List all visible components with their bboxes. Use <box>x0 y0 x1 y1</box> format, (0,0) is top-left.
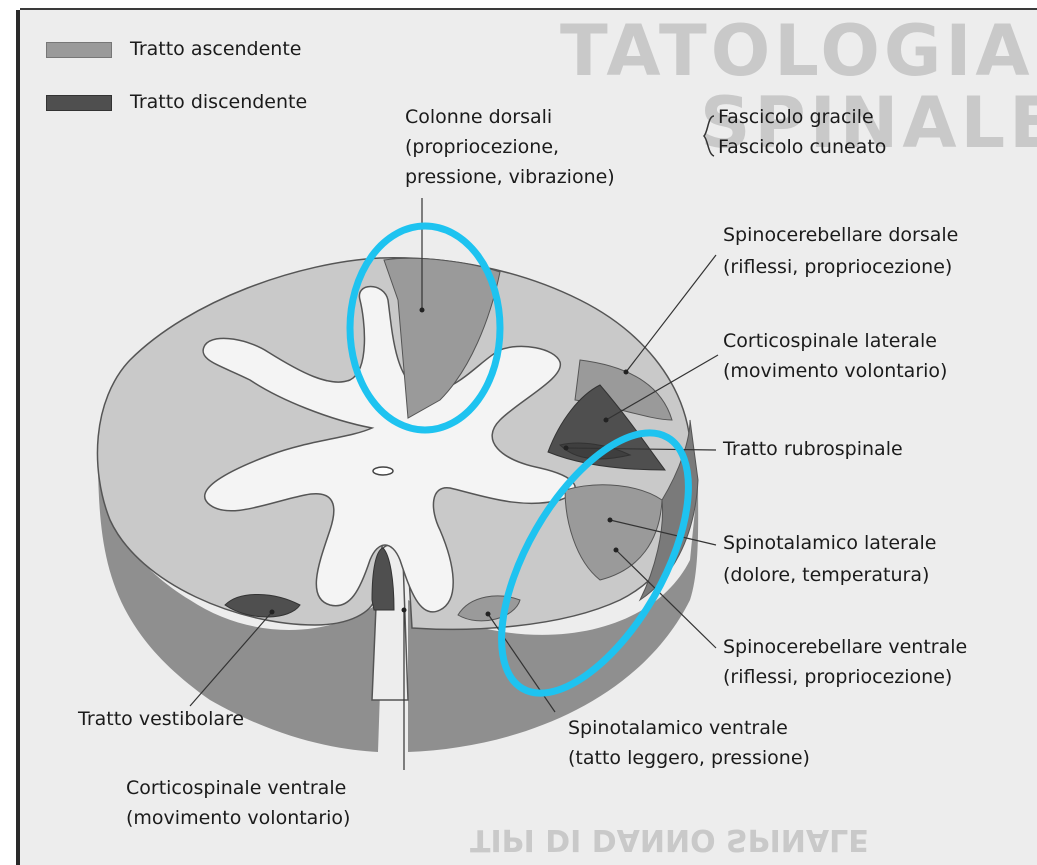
left-border <box>0 0 20 865</box>
label-lateral-spinothalamic-line2: (dolore, temperatura) <box>723 562 929 588</box>
label-ventral-spinothalamic-line2: (tatto leggero, pressione) <box>568 745 810 771</box>
label-fasciculus-gracilis: Fascicolo gracile <box>718 104 874 130</box>
label-lateral-corticospinal-title: Corticospinale laterale <box>723 328 937 354</box>
label-dorsal-spinocerebellar-line2: (riflessi, propriocezione) <box>723 254 952 280</box>
legend-ascending-swatch <box>46 42 112 58</box>
label-rubrospinal: Tratto rubrospinale <box>723 436 903 462</box>
legend-descending-label: Tratto discendente <box>130 89 307 115</box>
label-vestibular: Tratto vestibolare <box>78 706 244 732</box>
label-dorsal-columns-line2: (propriocezione, <box>405 134 559 160</box>
label-ventral-corticospinal-title: Corticospinale ventrale <box>126 775 346 801</box>
label-dorsal-columns-line3: pressione, vibrazione) <box>405 164 615 190</box>
label-ventral-spinocerebellar-title: Spinocerebellare ventrale <box>723 634 967 660</box>
label-ventral-spinocerebellar-line2: (riflessi, propriocezione) <box>723 664 952 690</box>
label-lateral-spinothalamic-title: Spinotalamico laterale <box>723 530 936 556</box>
label-fasciculus-cuneatus: Fascicolo cuneato <box>718 134 886 160</box>
leader-dorsal-spinocerebellar <box>626 255 716 372</box>
legend-descending-swatch <box>46 95 112 111</box>
label-lateral-corticospinal-line2: (movimento volontario) <box>723 358 947 384</box>
label-ventral-corticospinal-line2: (movimento volontario) <box>126 805 350 831</box>
legend-ascending-label: Tratto ascendente <box>130 36 301 62</box>
central-canal <box>373 467 393 475</box>
fasciculus-brace <box>704 116 714 156</box>
label-dorsal-spinocerebellar-title: Spinocerebellare dorsale <box>723 222 958 248</box>
top-border <box>0 0 1037 10</box>
label-dorsal-columns-title: Colonne dorsali <box>405 104 552 130</box>
label-ventral-spinothalamic-title: Spinotalamico ventrale <box>568 715 788 741</box>
